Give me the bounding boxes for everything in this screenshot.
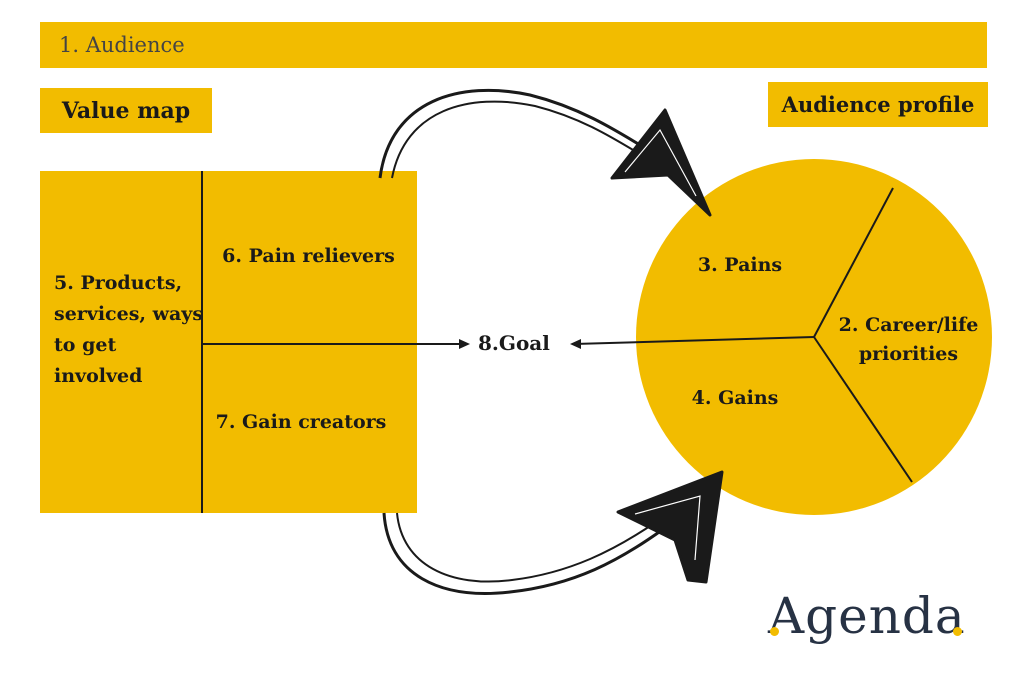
pains-label: 3. Pains	[697, 254, 783, 276]
gains-label: 4. Gains	[691, 387, 779, 409]
bottom-arrowhead-scribble	[634, 495, 701, 561]
audience-header-bar: 1. Audience	[40, 22, 987, 68]
products-label: 5. Products, services, ways to get invol…	[54, 272, 204, 387]
career-priorities-label: 2. Career/life priorities	[838, 314, 979, 365]
top-curved-arrow-stroke-1	[378, 88, 666, 179]
bottom-curved-arrow-stroke-2	[396, 512, 657, 583]
value-map-block: 5. Products, services, ways to get invol…	[40, 171, 417, 513]
logo-dot-icon	[770, 627, 779, 636]
bottom-curved-arrow-stroke-1	[382, 512, 663, 595]
agenda-logo-text: Agenda	[768, 587, 966, 645]
value-map-title: Value map	[61, 97, 191, 124]
goal-label: 8.Goal	[478, 331, 550, 355]
circle-divider-bottom	[813, 336, 913, 483]
audience-profile-label: Audience profile	[768, 82, 988, 127]
gain-creators-label: 7. Gain creators	[215, 411, 387, 433]
audience-header-label: 1. Audience	[59, 33, 185, 57]
agenda-logo: Agenda	[768, 587, 966, 645]
pain-relievers-label: 6. Pain relievers	[222, 245, 395, 267]
logo-dot-icon	[952, 627, 962, 636]
top-arrowhead	[610, 108, 712, 217]
top-curved-arrow-stroke-2	[391, 100, 661, 179]
circle-divider-left	[573, 336, 815, 345]
circle-divider-top	[813, 187, 894, 338]
goal-arrowhead-right	[459, 339, 470, 349]
audience-profile-title: Audience profile	[781, 92, 975, 117]
top-arrowhead-scribble	[624, 128, 697, 197]
goal-arrowhead-left	[570, 339, 581, 349]
bottom-arrowhead	[616, 470, 724, 584]
value-map-label: Value map	[40, 88, 212, 133]
